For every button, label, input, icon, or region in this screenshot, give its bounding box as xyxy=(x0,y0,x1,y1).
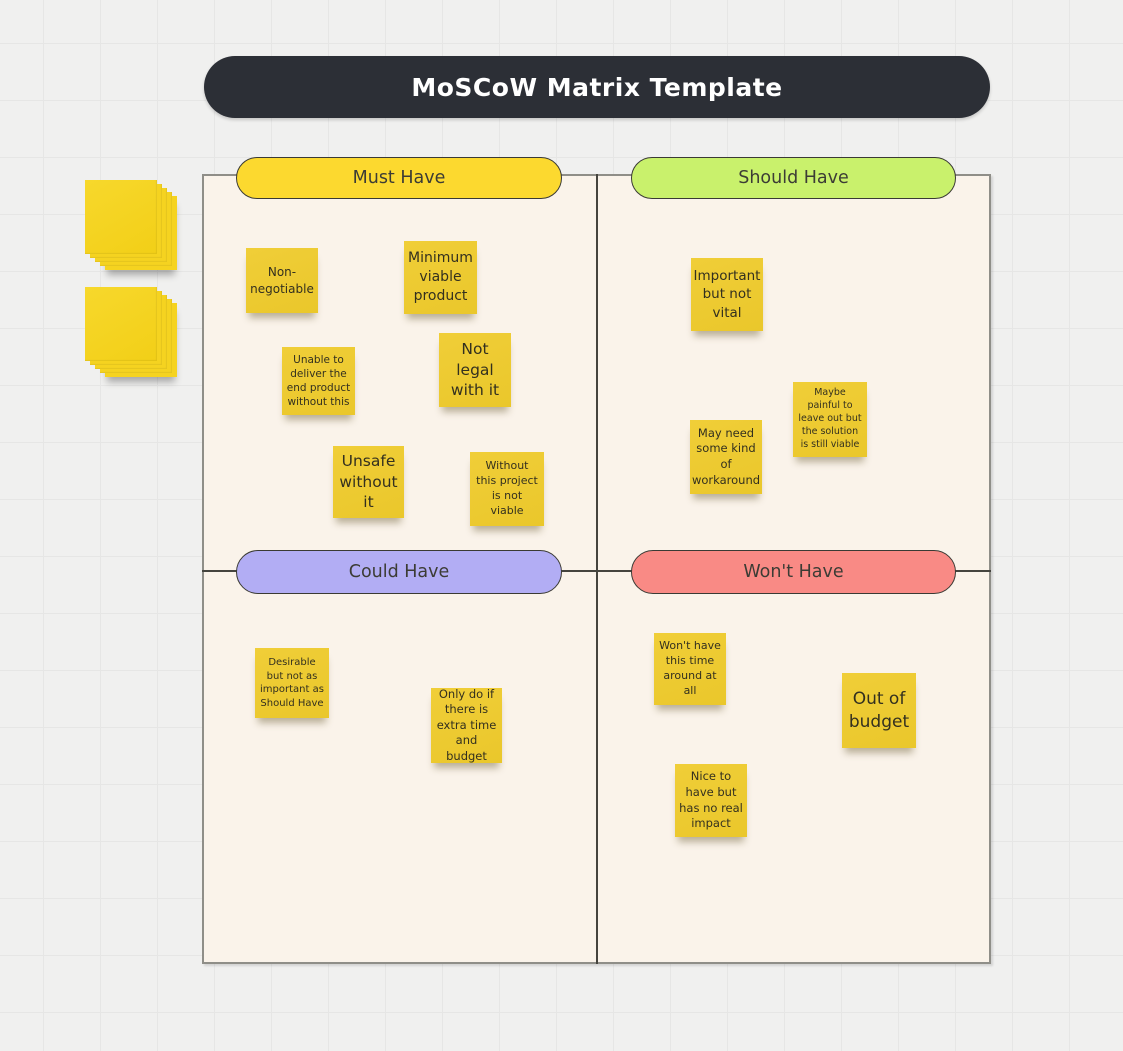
sticky-note[interactable]: Desirable but not as important as Should… xyxy=(255,648,329,718)
sticky-note[interactable]: Won't have this time around at all xyxy=(654,633,726,705)
sticky-note[interactable]: Maybe painful to leave out but the solut… xyxy=(793,382,867,457)
sticky-note[interactable]: Without this project is not viable xyxy=(470,452,544,526)
quadrant-label: Must Have xyxy=(352,168,446,188)
sticky-note[interactable]: Important but not vital xyxy=(691,258,763,331)
sticky-stack-top[interactable] xyxy=(85,180,177,274)
sticky-note[interactable]: Not legal with it xyxy=(439,333,511,407)
quadrant-header-must-have[interactable]: Must Have xyxy=(236,157,562,199)
sticky-sheet xyxy=(85,287,157,361)
sticky-note[interactable]: May need some kind of workaround xyxy=(690,420,762,494)
quadrant-label: Could Have xyxy=(348,562,450,582)
sticky-note[interactable]: Out of budget xyxy=(842,673,916,748)
sticky-note[interactable]: Non-negotiable xyxy=(246,248,318,313)
sticky-stack-bottom[interactable] xyxy=(85,287,177,381)
page-title: MoSCoW Matrix Template xyxy=(411,72,783,102)
quadrant-header-could-have[interactable]: Could Have xyxy=(236,550,562,594)
quadrant-label: Won't Have xyxy=(743,562,844,582)
quadrant-header-should-have[interactable]: Should Have xyxy=(631,157,956,199)
sticky-note[interactable]: Unsafe without it xyxy=(333,446,404,518)
title-banner[interactable]: MoSCoW Matrix Template xyxy=(204,56,990,118)
sticky-note[interactable]: Minimum viable product xyxy=(404,241,477,314)
sticky-note[interactable]: Nice to have but has no real impact xyxy=(675,764,747,837)
quadrant-divider-vertical xyxy=(596,174,598,964)
quadrant-label: Should Have xyxy=(738,168,849,188)
quadrant-header-wont-have[interactable]: Won't Have xyxy=(631,550,956,594)
sticky-note[interactable]: Only do if there is extra time and budge… xyxy=(431,687,502,763)
sticky-sheet xyxy=(85,180,157,254)
sticky-note[interactable]: Unable to deliver the end product withou… xyxy=(282,347,355,415)
quadrant-divider-horizontal xyxy=(202,570,991,572)
